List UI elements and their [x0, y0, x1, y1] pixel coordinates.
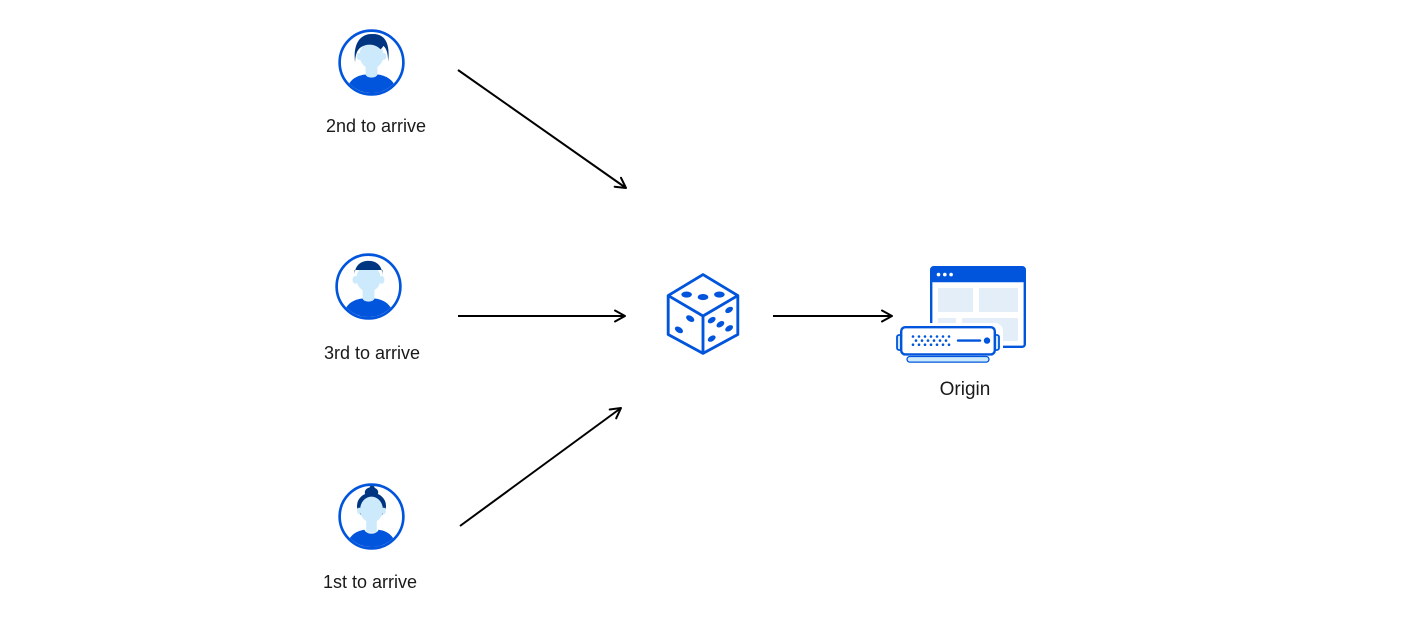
client-label-1st: 1st to arrive — [322, 572, 418, 592]
female-avatar-bun-icon — [338, 483, 405, 550]
male-avatar-flattop-icon — [335, 253, 402, 320]
client-node-2nd — [338, 29, 405, 96]
client-label-2nd: 2nd to arrive — [325, 116, 427, 136]
arrow-client1st-to-dice — [459, 407, 622, 527]
dice-icon — [666, 273, 740, 355]
server-icon — [896, 326, 1000, 363]
server-icon-wrap — [893, 323, 1003, 367]
random-selector-node — [664, 271, 742, 357]
client-node-1st — [338, 483, 405, 550]
origin-label: Origin — [939, 379, 991, 400]
client-label-3rd: 3rd to arrive — [323, 343, 421, 363]
male-avatar-swoop-icon — [338, 29, 405, 96]
arrow-client2nd-to-dice — [457, 69, 627, 189]
client-node-3rd — [335, 253, 402, 320]
